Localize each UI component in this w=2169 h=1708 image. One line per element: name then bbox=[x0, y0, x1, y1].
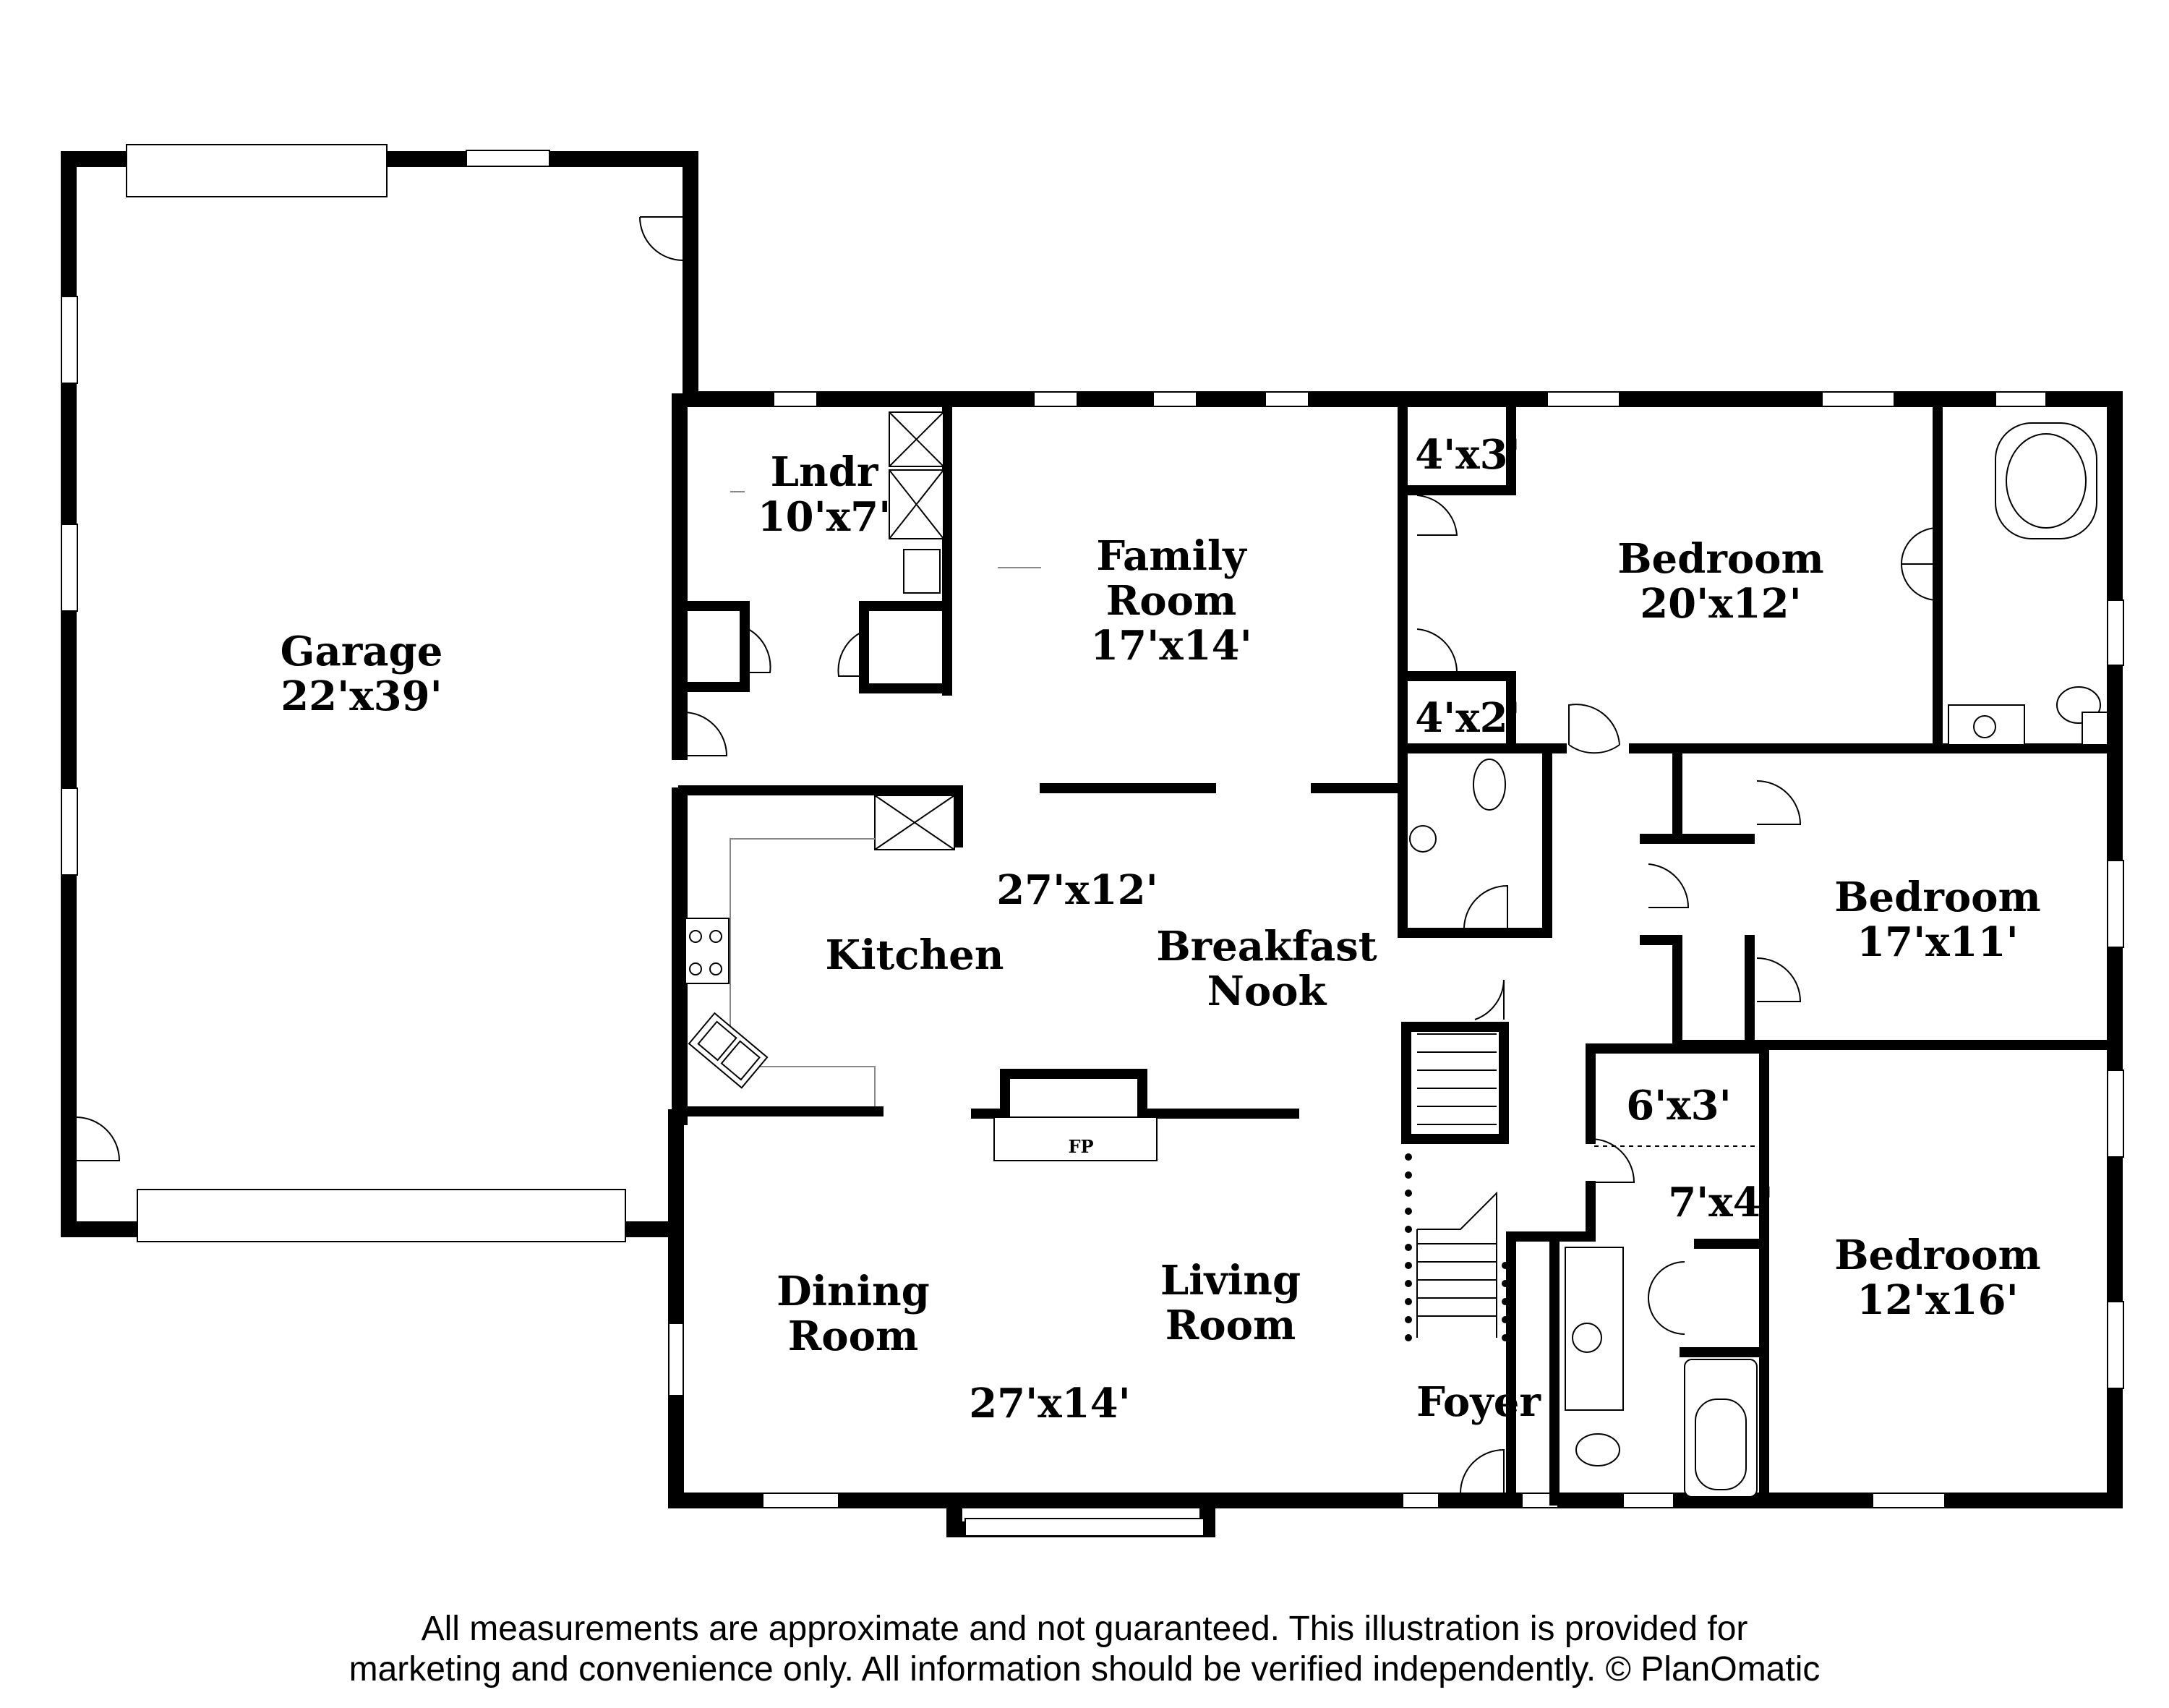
garage-name: Garage bbox=[281, 628, 443, 675]
kitchen-name: Kitchen bbox=[826, 931, 1004, 979]
room-labels: Garage 22'x39' Lndr 10'x7' Family Room 1… bbox=[281, 431, 2041, 1427]
fixtures bbox=[685, 411, 2108, 1498]
laundry-name: Lndr bbox=[771, 448, 879, 496]
family-room-size: 17'x14' bbox=[1090, 622, 1252, 670]
disclaimer-line-2: marketing and convenience only. All info… bbox=[348, 1650, 1821, 1688]
staircase bbox=[1405, 1033, 1509, 1341]
breakfast-nook-name-line1: Breakfast bbox=[1156, 923, 1377, 970]
living-room-name-line1: Living bbox=[1160, 1257, 1301, 1305]
bedroom-2-size: 17'x11' bbox=[1857, 918, 2019, 966]
family-room-name-line1: Family bbox=[1096, 532, 1247, 580]
foyer-name: Foyer bbox=[1416, 1378, 1541, 1426]
fireplace-label: FP bbox=[1068, 1136, 1093, 1157]
exterior-walls bbox=[61, 151, 2123, 1537]
garage-size: 22'x39' bbox=[281, 672, 442, 720]
interior-walls bbox=[678, 396, 2120, 1506]
windows bbox=[61, 144, 2124, 1537]
bedroom-3-size: 12'x16' bbox=[1857, 1276, 2019, 1324]
closet-a-size: 4'x3' bbox=[1415, 431, 1520, 479]
closet-d-size: 7'x4' bbox=[1668, 1179, 1774, 1226]
disclaimer-line-1: All measurements are approximate and not… bbox=[421, 1610, 1748, 1648]
bedroom-1-size: 20'x12' bbox=[1640, 580, 1802, 628]
laundry-size: 10'x7' bbox=[758, 493, 891, 541]
closet-b-size: 4'x2' bbox=[1415, 694, 1520, 742]
dining-room-name-line2: Room bbox=[788, 1312, 919, 1360]
doors bbox=[75, 216, 1938, 1494]
living-dining-size: 27'x14' bbox=[969, 1380, 1131, 1427]
dining-room-name-line1: Dining bbox=[777, 1268, 930, 1315]
family-room-name-line2: Room bbox=[1106, 577, 1237, 625]
living-room-name-line2: Room bbox=[1165, 1302, 1296, 1349]
breakfast-nook-name-line2: Nook bbox=[1207, 968, 1327, 1015]
bedroom-1-name: Bedroom bbox=[1617, 535, 1824, 583]
bedroom-3-name: Bedroom bbox=[1834, 1231, 2041, 1279]
closet-c-size: 6'x3' bbox=[1626, 1082, 1732, 1130]
bedroom-2-name: Bedroom bbox=[1834, 874, 2041, 921]
kitchen-nook-size: 27'x12' bbox=[996, 866, 1158, 914]
disclaimer-text: All measurements are approximate and not… bbox=[0, 1609, 2169, 1690]
